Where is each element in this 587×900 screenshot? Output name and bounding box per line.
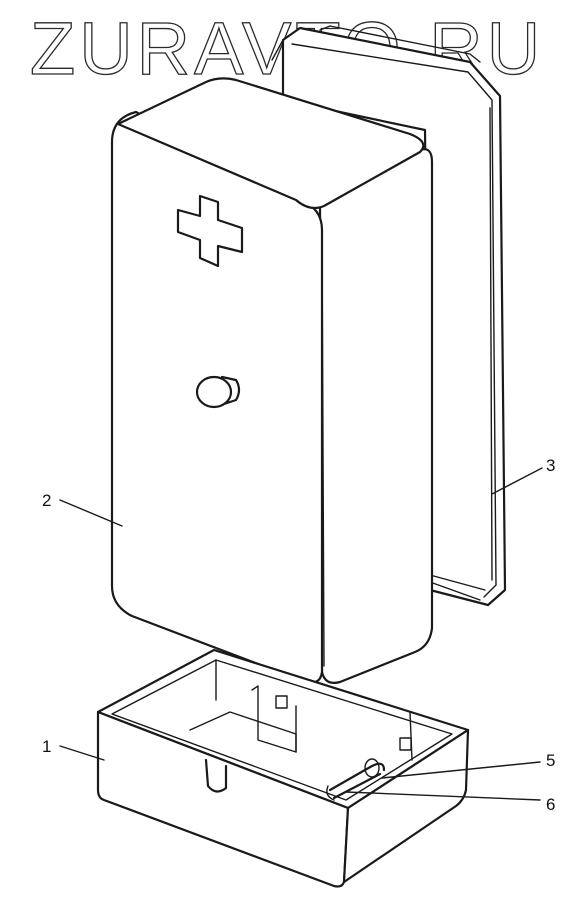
callout-1: 1 [42, 737, 51, 756]
callout-6: 6 [546, 795, 555, 814]
leader-5 [381, 761, 541, 779]
leader-1 [59, 745, 105, 761]
part-3-back-tray [271, 25, 507, 607]
part-1-base-box [96, 648, 470, 888]
leader-6 [345, 791, 541, 801]
callout-2: 2 [42, 491, 51, 510]
leader-3 [491, 467, 543, 495]
callout-5: 5 [546, 751, 555, 770]
callout-3: 3 [546, 456, 555, 475]
leader-2 [59, 499, 123, 527]
leader-lines [59, 467, 543, 801]
part-2-lid [110, 77, 434, 684]
